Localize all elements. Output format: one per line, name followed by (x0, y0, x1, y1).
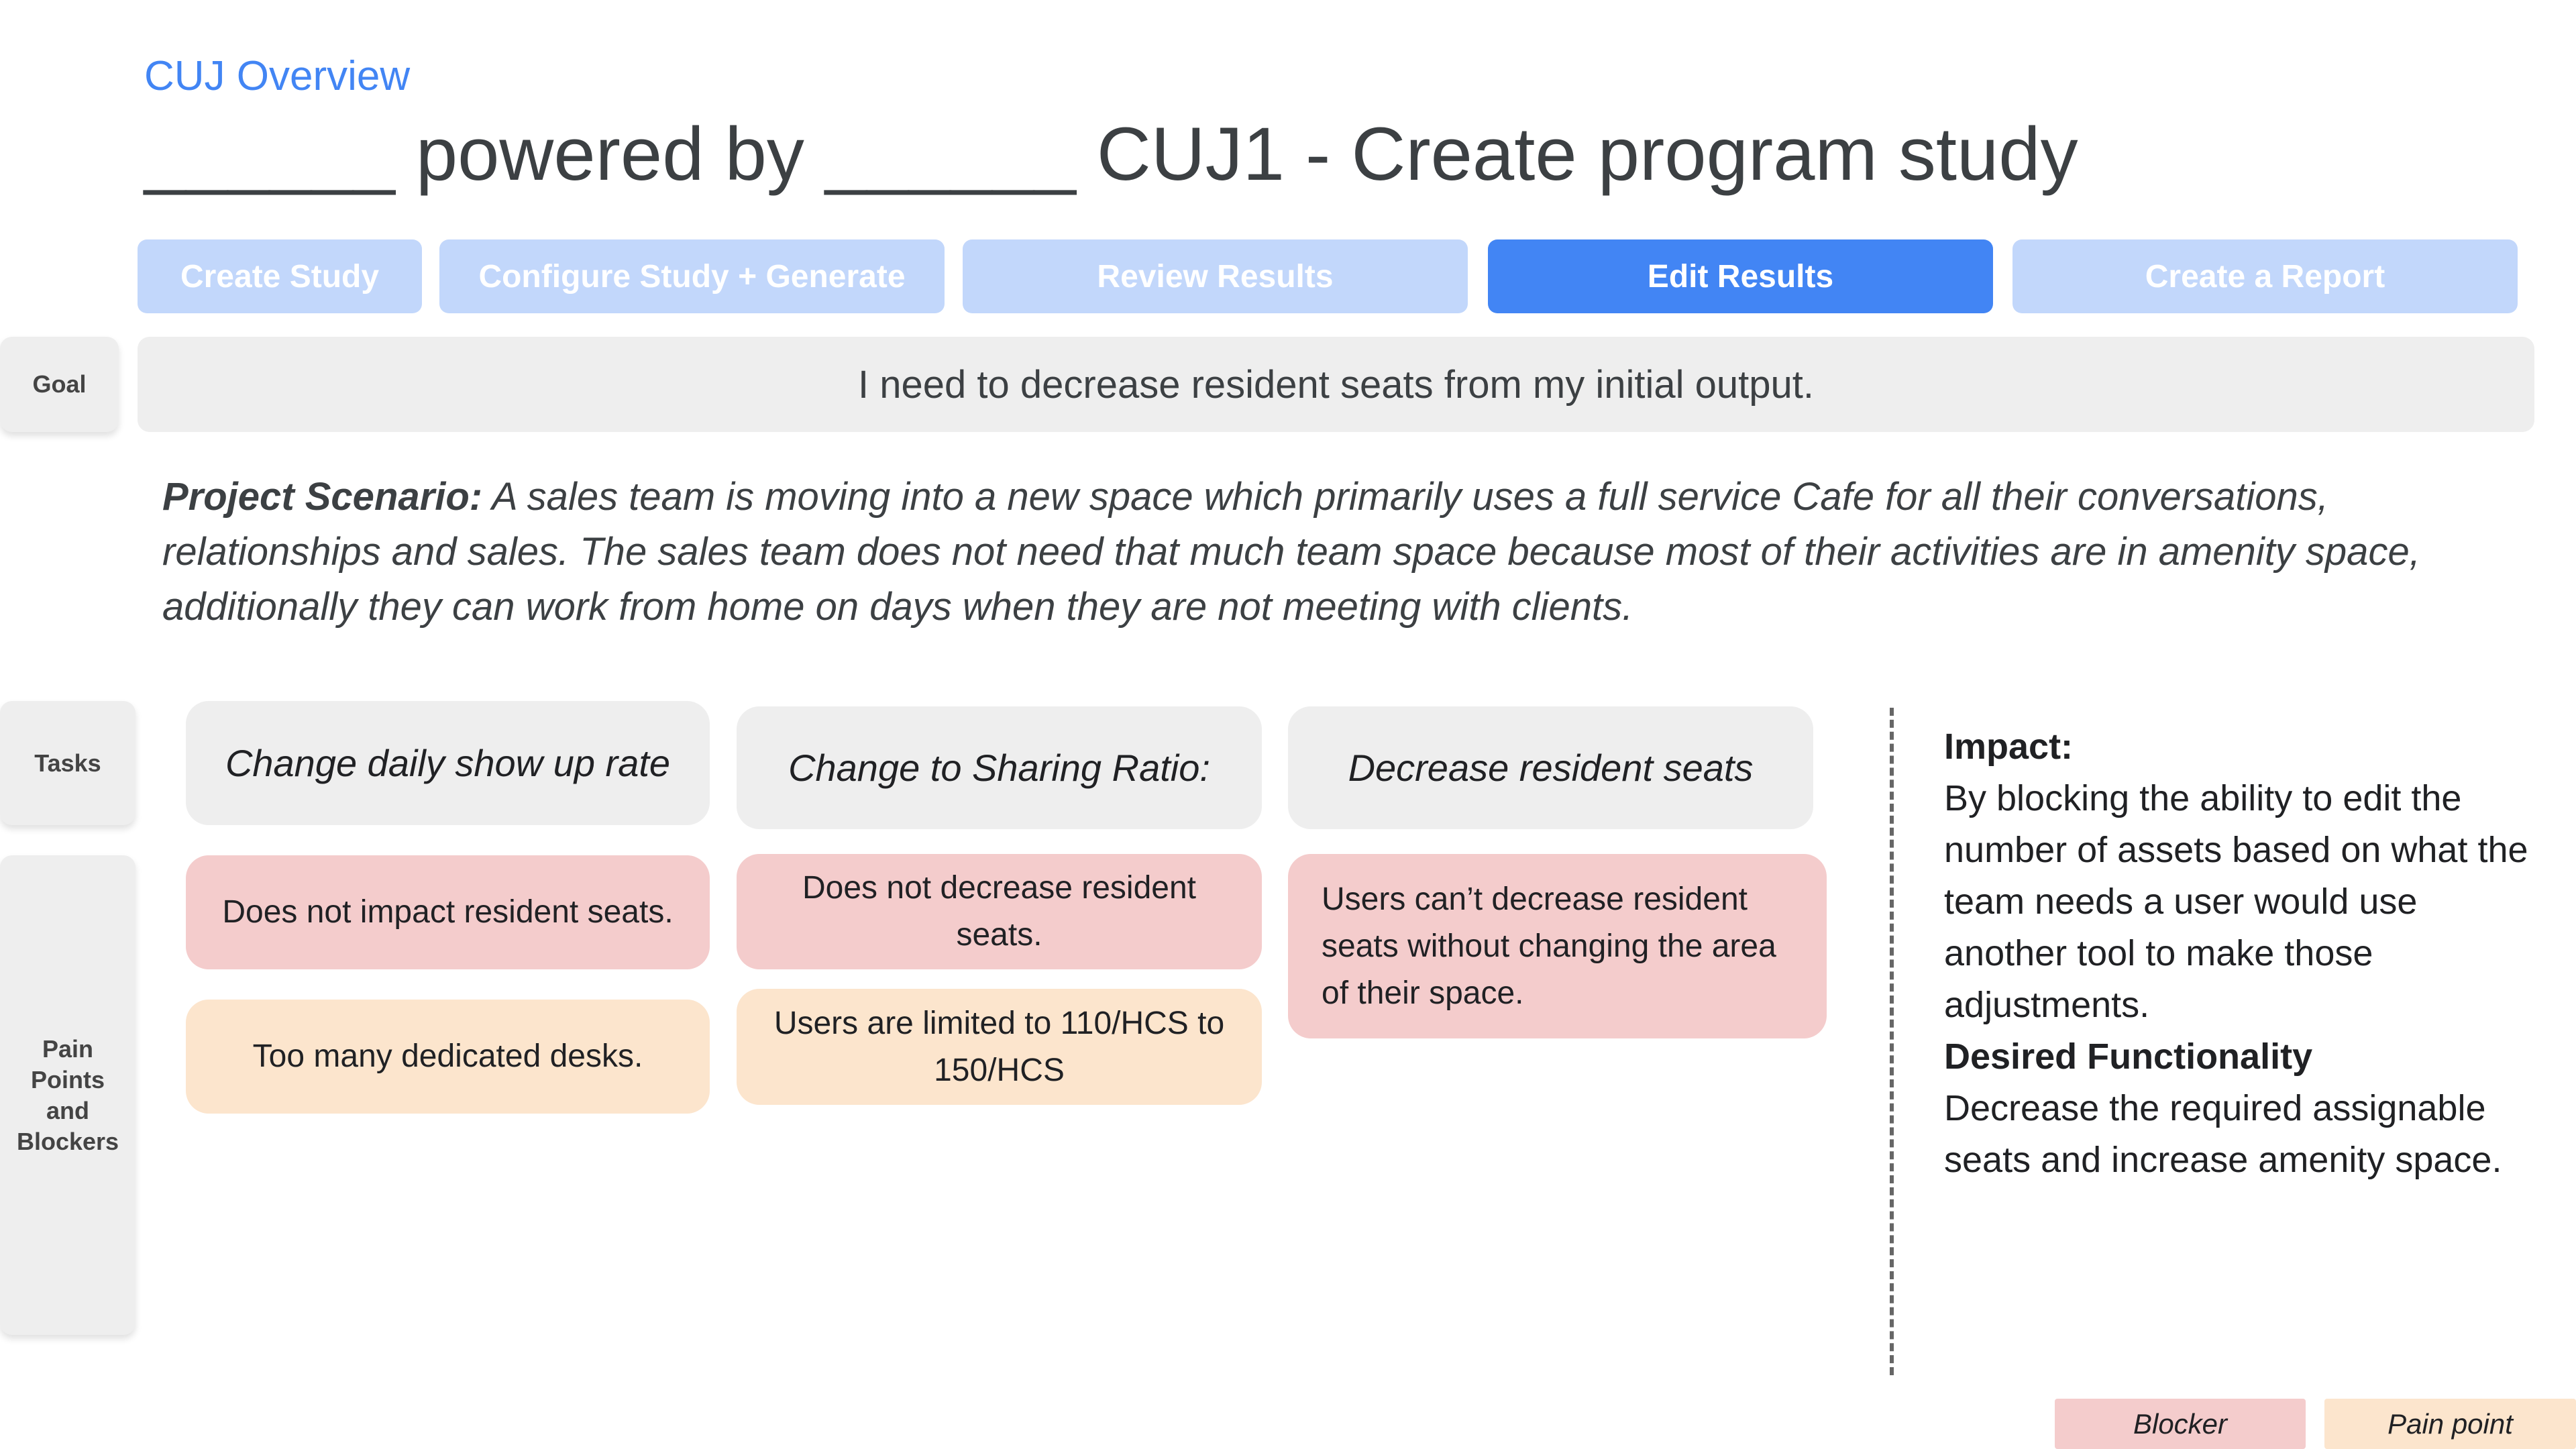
scenario-text: A sales team is moving into a new space … (162, 475, 2420, 629)
step-create-study[interactable]: Create Study (138, 239, 422, 313)
desired-functionality-text: Decrease the required assignable seats a… (1944, 1088, 2502, 1180)
goal-text: I need to decrease resident seats from m… (138, 337, 2534, 432)
step-configure-study[interactable]: Configure Study + Generate (439, 239, 945, 313)
scenario-lead: Project Scenario: (162, 475, 483, 519)
task-card: Change daily show up rate (186, 701, 710, 825)
task-card: Decrease resident seats (1288, 706, 1813, 829)
tasks-label: Tasks (0, 701, 136, 825)
column-divider (1890, 708, 1894, 1375)
impact-panel: Impact: By blocking the ability to edit … (1944, 721, 2534, 1186)
pain-point-card: Users are limited to 110/HCS to 150/HCS (737, 989, 1262, 1105)
blocker-card: Does not impact resident seats. (186, 855, 710, 969)
goal-label: Goal (0, 337, 119, 432)
step-review-results[interactable]: Review Results (963, 239, 1468, 313)
impact-text: By blocking the ability to edit the numb… (1944, 778, 2528, 1025)
section-label: CUJ Overview (144, 53, 411, 99)
step-create-report[interactable]: Create a Report (2012, 239, 2518, 313)
blocker-card: Users can’t decrease resident seats with… (1288, 854, 1827, 1038)
task-card: Change to Sharing Ratio: (737, 706, 1262, 829)
pain-points-label: Pain Points and Blockers (0, 855, 136, 1335)
project-scenario: Project Scenario: A sales team is moving… (162, 470, 2490, 635)
step-edit-results[interactable]: Edit Results (1488, 239, 1993, 313)
page-title: ______ powered by ______ CUJ1 - Create p… (144, 112, 2078, 196)
legend-pain-point: Pain point (2324, 1399, 2576, 1449)
pain-point-card: Too many dedicated desks. (186, 1000, 710, 1114)
blocker-card: Does not decrease resident seats. (737, 854, 1262, 969)
impact-heading: Impact: (1944, 727, 2074, 767)
desired-functionality-heading: Desired Functionality (1944, 1036, 2313, 1077)
legend-blocker: Blocker (2055, 1399, 2306, 1449)
